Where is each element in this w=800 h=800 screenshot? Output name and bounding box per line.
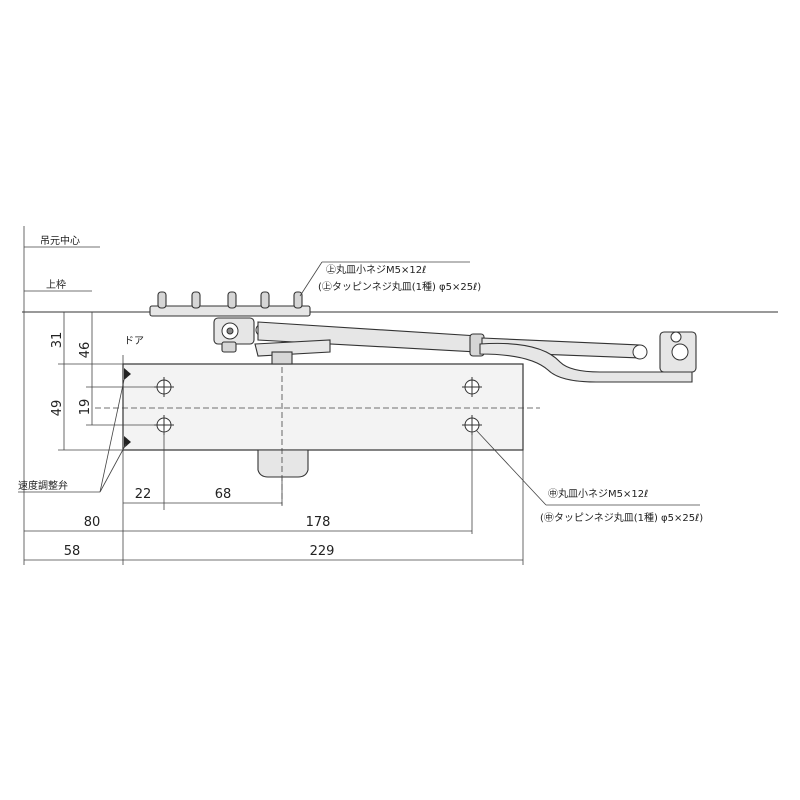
frame-label: 上枠 xyxy=(46,278,66,291)
dim-80: 80 xyxy=(84,515,101,530)
valve-mark-top xyxy=(124,368,131,380)
leader-top xyxy=(299,261,323,297)
end-bracket xyxy=(632,331,697,373)
leader-body xyxy=(475,429,547,506)
body-screw-label-1: ㊥丸皿小ネジM5×12ℓ xyxy=(548,487,648,500)
pinion-arm xyxy=(254,339,693,383)
pinion-boss xyxy=(257,449,309,478)
dim-46: 46 xyxy=(78,342,93,359)
body-screw-holes xyxy=(154,377,482,435)
dim-229: 229 xyxy=(310,544,335,559)
dim-19: 19 xyxy=(78,399,93,416)
dim-49: 49 xyxy=(50,400,65,417)
dim-22: 22 xyxy=(135,487,152,502)
door-label: ドア xyxy=(124,336,144,347)
dim-178: 178 xyxy=(306,515,331,530)
valve-leader-1 xyxy=(99,443,127,493)
hinge-center-label: 吊元中心 xyxy=(40,234,80,247)
dim-58: 58 xyxy=(64,544,81,559)
dim-68: 68 xyxy=(215,487,232,502)
valve-leader-2 xyxy=(99,379,125,493)
closer-body xyxy=(122,363,524,451)
top-screw-label-1: ㊤丸皿小ネジM5×12ℓ xyxy=(326,263,426,276)
vertical-dimensions xyxy=(58,312,155,451)
horizontal-dimensions xyxy=(24,430,524,565)
top-screw-label-2: (㊤タッピンネジ丸皿(1種) φ5×25ℓ) xyxy=(318,280,481,293)
dim-31: 31 xyxy=(50,332,65,349)
frame-bracket xyxy=(149,291,311,317)
speed-valve-label: 速度調整弁 xyxy=(18,479,68,492)
body-screw-label-2: (㊥タッピンネジ丸皿(1種) φ5×25ℓ) xyxy=(540,511,703,524)
